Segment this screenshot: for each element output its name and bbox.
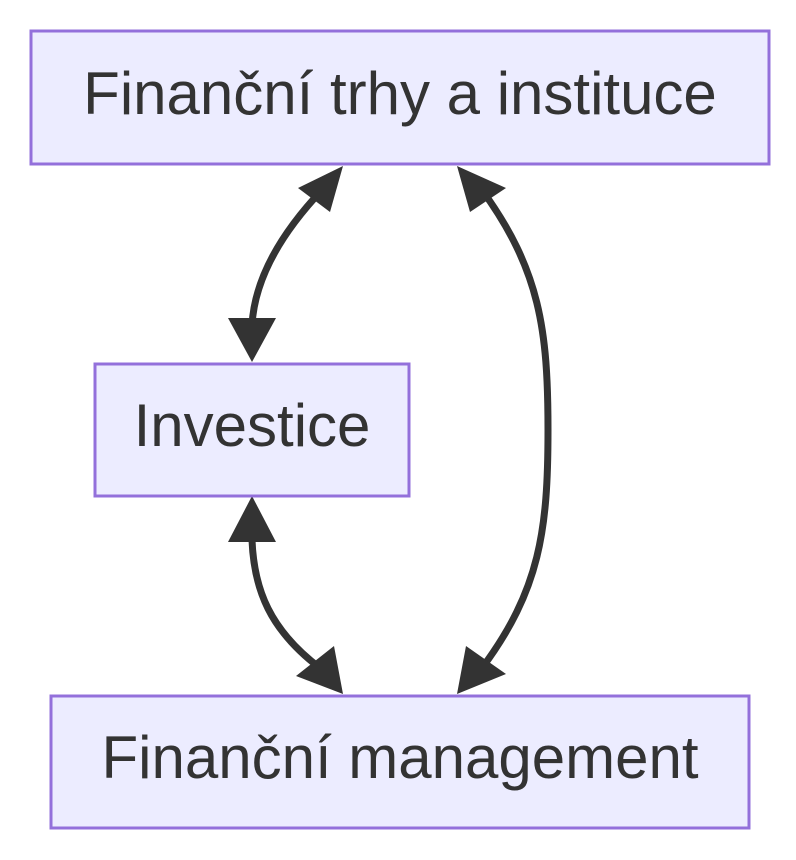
node-label: Finanční management [101,724,698,791]
edge-markets-investment [228,166,343,362]
arrowhead-down [228,318,276,362]
node-box [29,29,771,166]
edge-line [248,536,324,672]
node-box [49,694,751,830]
node-financial-management[interactable]: Finanční management [49,694,751,830]
arrowhead-down [296,646,343,694]
node-box [93,362,411,498]
edge-line [248,186,326,329]
node-investment[interactable]: Investice [93,362,411,498]
node-label: Finanční trhy a instituce [83,60,717,127]
arrowhead-down [457,646,506,694]
arrowhead-up [298,166,343,212]
edge-investment-management [228,496,343,694]
edge-line [478,186,552,672]
arrowhead-up [457,166,506,212]
edge-markets-management [457,166,552,694]
arrowhead-up [228,496,276,542]
node-markets-institutions[interactable]: Finanční trhy a instituce [29,29,771,166]
node-label: Investice [134,392,371,459]
